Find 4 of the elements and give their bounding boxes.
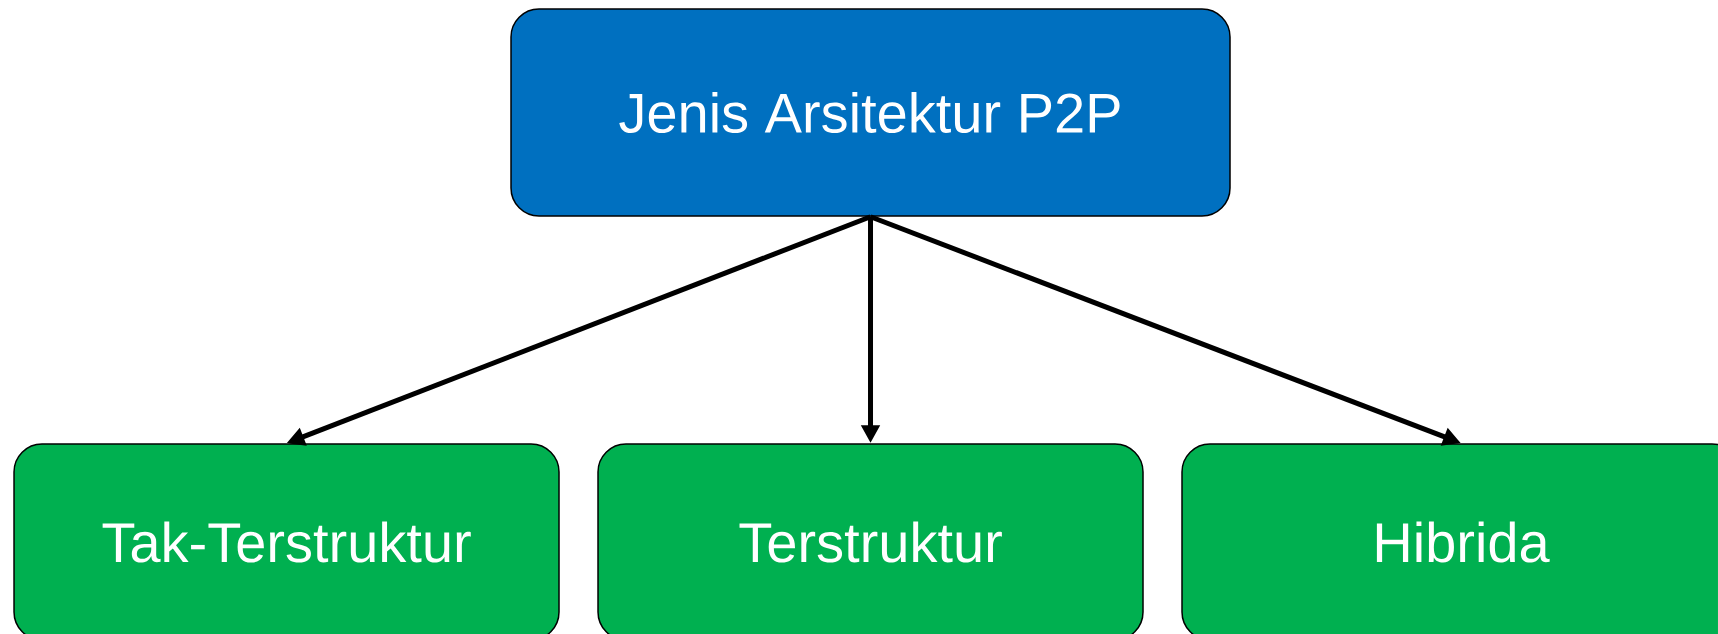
- category-box: Hibrida: [1181, 443, 1718, 634]
- category-box: Terstruktur: [597, 443, 1144, 634]
- category-box: Tak-Terstruktur: [13, 443, 560, 634]
- root-box: Jenis Arsitektur P2P: [510, 8, 1231, 217]
